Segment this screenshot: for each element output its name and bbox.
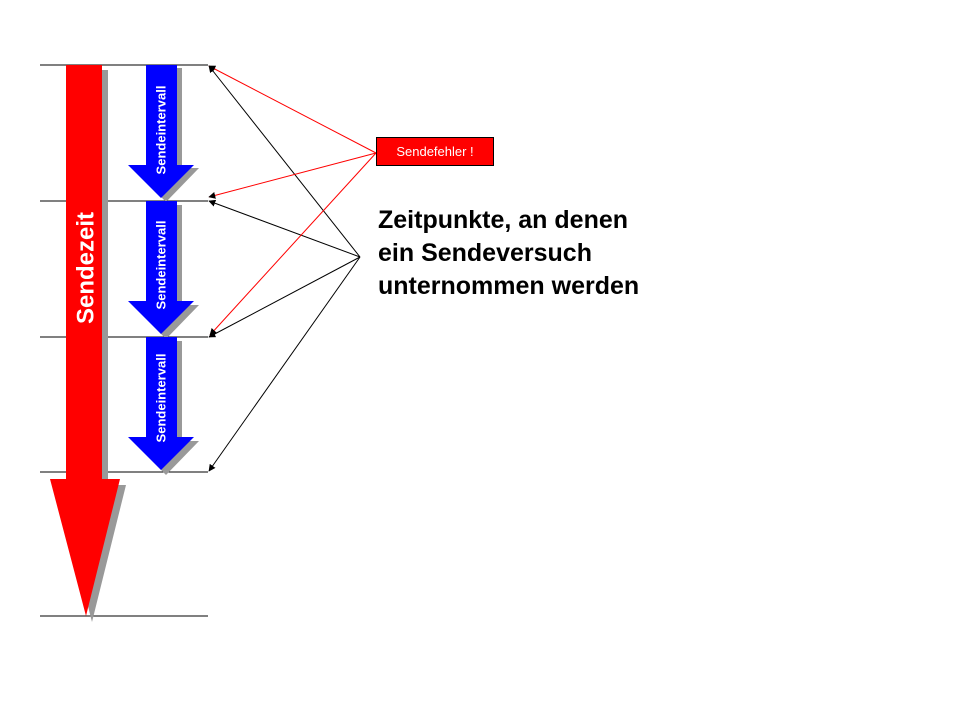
interval-arrow-1-body bbox=[128, 65, 194, 198]
attempt-note: Zeitpunkte, an denen ein Sendeversuch un… bbox=[378, 204, 798, 303]
note-line-3: unternommen werden bbox=[378, 272, 640, 300]
error-pointer-1 bbox=[208, 65, 377, 154]
interval-label-2: Sendeintervall bbox=[154, 221, 169, 310]
interval-arrow-3-body bbox=[128, 337, 194, 470]
interval-arrow-2-body bbox=[128, 201, 194, 334]
sendezeit-arrow: Sendezeit bbox=[50, 65, 126, 622]
error-label-box: Sendefehler ! bbox=[376, 137, 494, 166]
attempt-pointer-2 bbox=[208, 199, 361, 258]
error-label: Sendefehler ! bbox=[396, 144, 474, 159]
error-pointer-lines bbox=[208, 65, 377, 336]
interval-label-1: Sendeintervall bbox=[154, 86, 169, 175]
interval-arrow-2: Sendeintervall bbox=[128, 201, 199, 339]
attempt-pointer-1 bbox=[208, 65, 361, 258]
sendezeit-arrow-body bbox=[50, 65, 120, 616]
error-pointer-3 bbox=[209, 152, 377, 336]
interval-arrow-1: Sendeintervall bbox=[128, 65, 199, 202]
note-line-2: ein Sendeversuch bbox=[378, 239, 592, 267]
interval-label-3: Sendeintervall bbox=[154, 354, 169, 443]
error-pointer-2 bbox=[208, 152, 377, 199]
sendezeit-label: Sendezeit bbox=[73, 212, 100, 324]
interval-arrow-3: Sendeintervall bbox=[128, 337, 199, 475]
attempt-pointer-3 bbox=[208, 256, 361, 338]
attempt-pointer-lines bbox=[208, 65, 361, 472]
attempt-pointer-4 bbox=[208, 256, 361, 472]
note-line-1: Zeitpunkte, an denen bbox=[378, 206, 629, 234]
